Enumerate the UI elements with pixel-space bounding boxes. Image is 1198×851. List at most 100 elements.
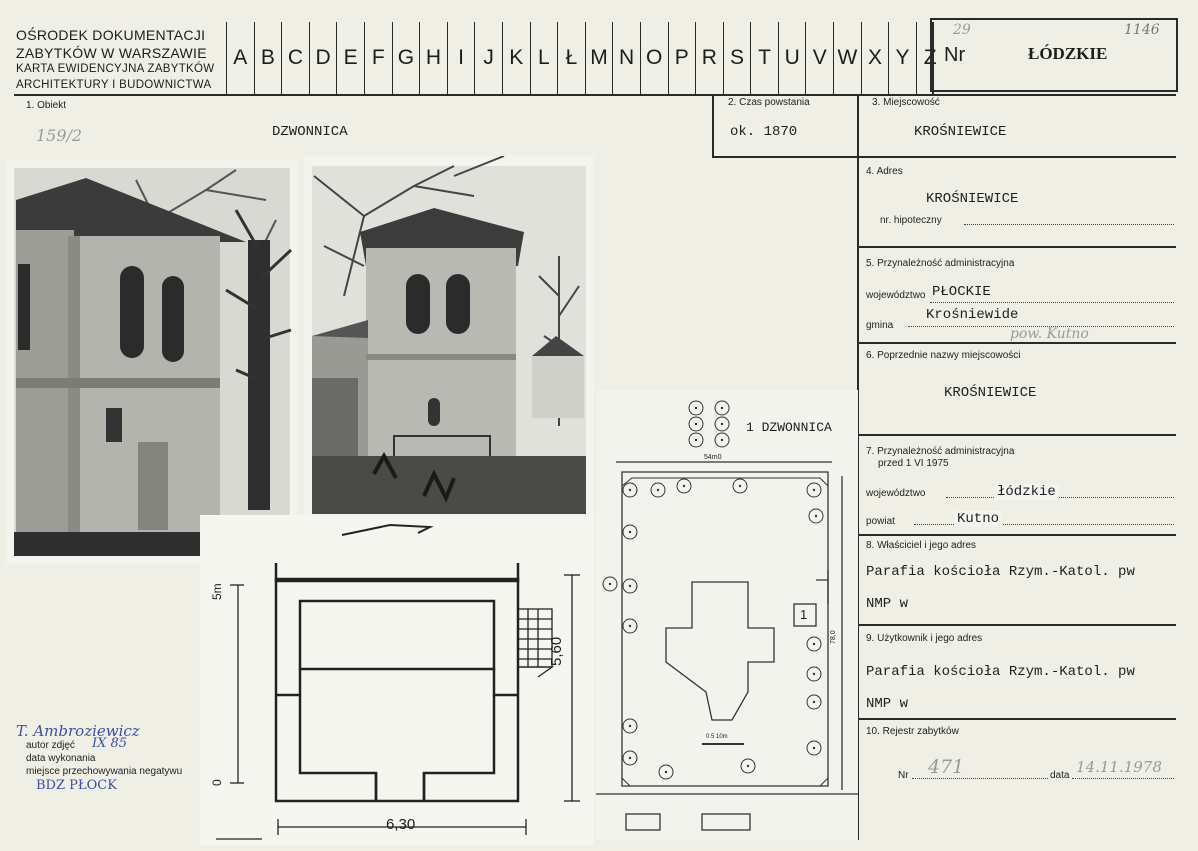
tree-symbol	[714, 416, 730, 432]
rejestr-nr-value: 471	[928, 756, 965, 778]
photo-negative-handwritten: BDZ PŁOCK	[36, 778, 117, 793]
tree-center	[628, 488, 632, 492]
tree-symbol	[602, 576, 618, 592]
tree-center	[694, 422, 698, 426]
woj1975-value: łódzkie	[994, 484, 1059, 500]
tree-center	[628, 624, 632, 628]
index-letter: R	[695, 22, 723, 94]
index-letter: U	[777, 22, 806, 94]
index-letter: O	[639, 22, 668, 94]
adres-label: 4. Adres	[866, 166, 903, 177]
tree-symbol	[740, 758, 756, 774]
photo-date-label: data wykonania	[26, 753, 96, 764]
index-letter: M	[584, 22, 613, 94]
przed1975-sublabel: przed 1 VI 1975	[878, 458, 949, 469]
index-letter: S	[722, 22, 751, 94]
index-letter: Y	[888, 22, 916, 94]
site-depth-dim: 78,0	[830, 630, 837, 644]
tree-center	[682, 484, 686, 488]
tree-symbol	[650, 482, 666, 498]
przed1975-label: 7. Przynależność administracyjna	[866, 446, 1015, 457]
tree-center	[628, 584, 632, 588]
plan-width-dim: 6,30	[386, 816, 416, 833]
tree-center	[812, 642, 816, 646]
index-letter: V	[805, 22, 833, 94]
wlasciciel-line2: NMP w	[866, 596, 909, 612]
index-letter: X	[860, 22, 889, 94]
institution-line: ZABYTKÓW W WARSZAWIE	[16, 45, 207, 61]
rejestr-data-value: 14.11.1978	[1076, 758, 1162, 776]
plan-depth-dim: 5,60	[548, 636, 565, 666]
powiat-label: powiat	[866, 516, 895, 527]
hipoteczny-label: nr. hipoteczny	[880, 215, 942, 226]
tree-symbol	[622, 718, 638, 734]
index-letter: E	[336, 22, 364, 94]
powiat-value: Kutno	[954, 511, 1003, 527]
poprzednie-value: KROŚNIEWICE	[944, 385, 1037, 401]
gmina-handwritten: pow. Kutno	[1010, 326, 1089, 342]
photo-negative-label: miejsce przechowywania negatywu	[26, 766, 183, 777]
tree-symbol	[622, 524, 638, 540]
tree-symbol	[806, 482, 822, 498]
poprzednie-label: 6. Poprzednie nazwy miejscowości	[866, 350, 1021, 361]
woj1975-label: województwo	[866, 488, 926, 499]
plan-scale-top: 5m	[210, 583, 224, 600]
index-letter: J	[474, 22, 502, 94]
tree-center	[746, 764, 750, 768]
index-letter: B	[253, 22, 282, 94]
tree-center	[628, 756, 632, 760]
czas-label: 2. Czas powstania	[728, 97, 810, 108]
rejestr-label: 10. Rejestr zabytków	[866, 726, 959, 737]
tree-center	[812, 746, 816, 750]
site-plan	[596, 390, 858, 840]
uzytkownik-line1: Parafia kościoła Rzym.-Katol. pw	[866, 664, 1135, 680]
gmina-label: gmina	[866, 320, 894, 331]
rejestr-data-label: data	[1050, 770, 1070, 781]
tree-center	[628, 530, 632, 534]
index-letter: C	[281, 22, 309, 94]
index-letter: H	[419, 22, 447, 94]
photo-date-handwritten: IX 85	[92, 736, 128, 751]
photo-author-handwritten: T. Ambroziewicz	[16, 722, 140, 740]
index-letter: K	[501, 22, 530, 94]
tree-symbol	[622, 618, 638, 634]
wojewodztwo-label: województwo	[866, 290, 926, 301]
adres-value: KROŚNIEWICE	[926, 191, 1019, 207]
index-letter: A	[226, 22, 254, 94]
index-letter: F	[363, 22, 392, 94]
obiekt-value: DZWONNICA	[272, 124, 348, 140]
tree-symbol	[688, 432, 704, 448]
tree-symbol	[806, 694, 822, 710]
tree-symbol	[688, 416, 704, 432]
site-scale-bar: 0 5 10m	[706, 734, 728, 740]
tree-center	[720, 422, 724, 426]
index-letter: N	[612, 22, 640, 94]
wlasciciel-label: 8. Właściciel i jego adres	[866, 540, 977, 551]
photo-author-label: autor zdjęć	[26, 740, 75, 751]
photo-belfry-front	[304, 155, 594, 518]
przynaleznosc-label: 5. Przynależność administracyjna	[866, 258, 1015, 269]
nr-label: Nr	[944, 44, 966, 66]
photo-belfry-side	[6, 160, 298, 564]
tree-symbol	[622, 482, 638, 498]
site-width-dim: 54m0	[704, 454, 722, 461]
tree-center	[694, 438, 698, 442]
institution-line: ARCHITEKTURY I BUDOWNICTWA	[16, 79, 212, 91]
tree-center	[738, 484, 742, 488]
tree-center	[720, 438, 724, 442]
tree-symbol	[714, 400, 730, 416]
site-marker: 1	[800, 607, 808, 622]
rejestr-nr-label: Nr	[898, 770, 909, 781]
plan-scale-bottom: 0	[210, 779, 224, 786]
tree-symbol	[714, 432, 730, 448]
tree-symbol	[806, 636, 822, 652]
tree-center	[664, 770, 668, 774]
nr-handwritten: 29	[953, 22, 971, 38]
floor-plan	[200, 515, 594, 845]
tree-symbol	[622, 750, 638, 766]
tree-center	[656, 488, 660, 492]
tree-center	[812, 700, 816, 704]
obiekt-handwritten: 159/2	[36, 126, 83, 145]
